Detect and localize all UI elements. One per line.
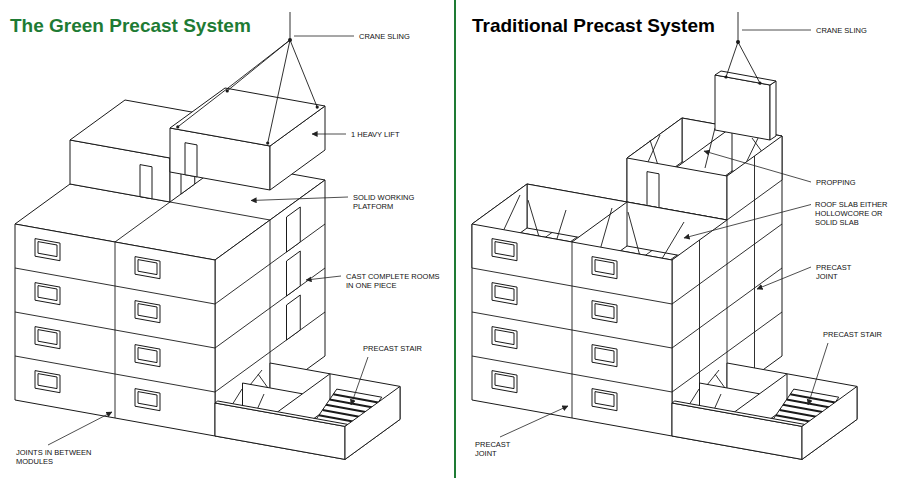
- callout-label: PROPPING: [815, 178, 857, 187]
- crane-sling: [226, 89, 229, 92]
- crane-sling: [726, 42, 738, 77]
- crane-sling: [176, 125, 179, 128]
- crane-sling: [178, 40, 290, 127]
- window-symbol: [492, 239, 617, 411]
- callout-label: ROOF SLAB EITHER HOLLOWCORE OR SOLID SLA…: [814, 200, 896, 227]
- upper-open-block: [647, 172, 659, 208]
- crane-sling: [290, 12, 291, 40]
- panel-title: The Green Precast System: [10, 14, 251, 38]
- panel-building: [472, 224, 672, 436]
- panel-building: [672, 224, 782, 304]
- leader-line: [351, 357, 368, 405]
- stair-box: [258, 374, 268, 388]
- crane-sling: [266, 142, 269, 145]
- stair-box: [215, 363, 400, 459]
- module-building: [287, 207, 301, 340]
- callout-label: PRECAST STAIR: [822, 330, 883, 339]
- leader-line: [294, 36, 354, 37]
- lifted-wall-panel: [715, 71, 776, 140]
- callout-label: CRANE SLING: [815, 26, 868, 35]
- callout-label: PRECAST JOINT: [474, 440, 526, 458]
- crane-sling: [758, 82, 761, 85]
- lifted-module: [170, 88, 325, 190]
- upper-open-block: [705, 128, 715, 168]
- crane-sling: [724, 75, 727, 78]
- panel-building: [672, 268, 782, 348]
- callout-label: PRECAST JOINT: [815, 263, 867, 281]
- lifted-wall-panel: [715, 75, 770, 140]
- stair-box: [215, 403, 345, 459]
- stair-box: [215, 401, 348, 426]
- window-symbol: [35, 239, 160, 411]
- placed-module: [140, 165, 152, 199]
- crane-sling: [738, 12, 739, 42]
- module-building: [15, 224, 215, 436]
- crane-sling: [288, 38, 292, 42]
- open-room-stack: [628, 212, 640, 256]
- lifted-module: [170, 88, 325, 146]
- crane-sling: [316, 106, 319, 109]
- callout-label: 1 HEAVY LIFT: [350, 130, 401, 139]
- leader-line: [48, 412, 112, 445]
- panel-divider: [454, 0, 456, 478]
- stair-box: [345, 386, 400, 459]
- module-building: [115, 202, 170, 242]
- leader-line: [704, 151, 811, 182]
- leader-line: [500, 406, 568, 437]
- lifted-module: [185, 143, 197, 177]
- leader-line: [312, 134, 346, 135]
- panel-title: Traditional Precast System: [472, 14, 715, 38]
- crane-sling: [738, 42, 760, 83]
- leader-line: [757, 267, 811, 289]
- leader-line: [742, 30, 811, 31]
- crane-sling: [724, 12, 761, 85]
- crane-sling: [736, 40, 740, 44]
- leader-line: [251, 197, 348, 201]
- open-room-stack: [600, 208, 612, 250]
- window-symbol: [35, 239, 160, 411]
- leader-line: [48, 30, 828, 445]
- module-building: [215, 224, 325, 304]
- window-symbol: [38, 242, 157, 407]
- stair-box: [232, 389, 242, 405]
- callout-label: PRECAST STAIR: [362, 344, 423, 353]
- lifted-wall-panel: [715, 71, 776, 85]
- stair-box: [672, 363, 857, 459]
- crane-sling: [290, 40, 317, 107]
- callout-label: CRANE SLING: [358, 32, 411, 41]
- leader-line: [808, 343, 828, 405]
- leader-line: [684, 205, 811, 239]
- callout-label: SOLID WORKING PLATFORM: [352, 193, 444, 211]
- callout-label: CAST COMPLETE ROOMS IN ONE PIECE: [345, 272, 447, 290]
- panel-building: [754, 156, 755, 376]
- leader-line: [306, 276, 341, 280]
- callout-label: JOINTS IN BETWEEN MODULES: [15, 448, 102, 466]
- crane-sling: [227, 40, 290, 91]
- lifted-wall-panel: [770, 81, 776, 140]
